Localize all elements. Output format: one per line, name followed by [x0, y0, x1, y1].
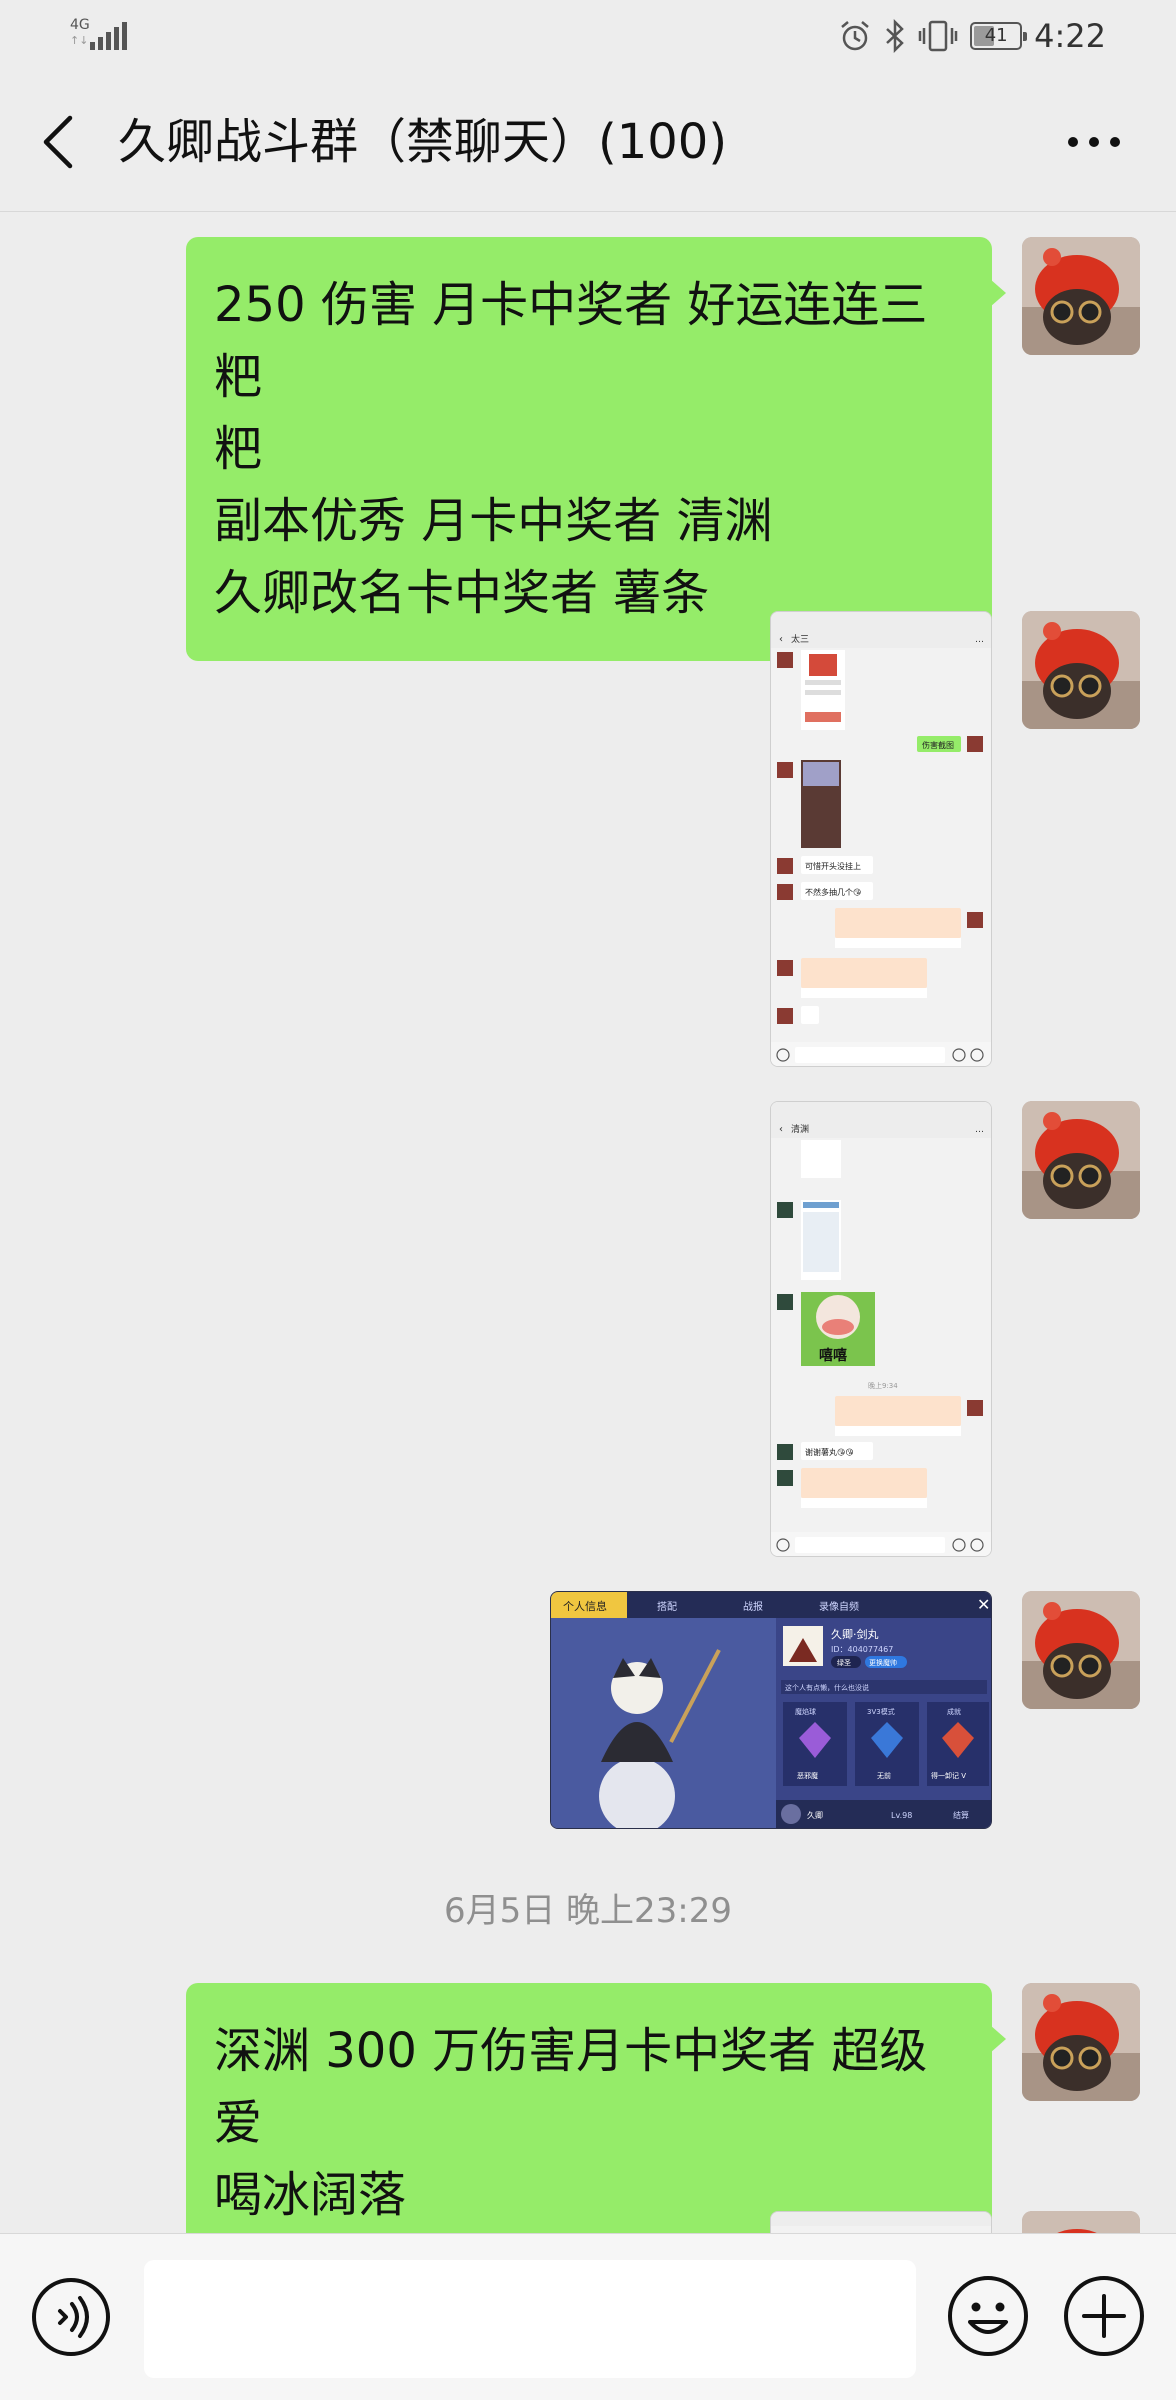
svg-text:晚上9:34: 晚上9:34 — [868, 1381, 898, 1390]
message-text-line: 久卿改名卡中奖者 薯条 — [214, 565, 710, 621]
svg-text:…: … — [975, 1125, 984, 1135]
text-message-bubble[interactable]: 深渊 300 万伤害月卡中奖者 超级爱 喝冰阔落 — [186, 1983, 1006, 2233]
message-row: ‹ 太三 … 伤害截图 可惜开头没挂上 不然多抽几 — [770, 611, 1140, 1067]
more-options-button[interactable] — [1056, 110, 1132, 174]
bluetooth-icon — [886, 19, 904, 53]
battery-level: 41 — [984, 25, 1008, 46]
svg-text:绿圣: 绿圣 — [837, 1658, 851, 1667]
svg-text:谢谢薯丸😘😘: 谢谢薯丸😘😘 — [805, 1447, 854, 1457]
screenshot-title: 清渊 — [791, 1123, 809, 1135]
chat-screenshot-image — [771, 2212, 991, 2233]
text-message-bubble[interactable]: 250 伤害 月卡中奖者 好运连连三粑 粑 副本优秀 月卡中奖者 清渊 久卿改名… — [186, 237, 1006, 661]
avatar-image — [1022, 2211, 1140, 2233]
svg-text:战报: 战报 — [743, 1600, 763, 1613]
svg-text:久卿·剑丸: 久卿·剑丸 — [831, 1627, 879, 1641]
time-divider: 6月5日 晚上23:29 — [443, 1891, 733, 1931]
message-text-line: 喝冰阔落 — [214, 2167, 407, 2223]
voice-input-button[interactable] — [30, 2276, 112, 2358]
emoji-button[interactable] — [946, 2274, 1030, 2358]
message-row: 深渊 300 万伤害月卡中奖者 超级爱 喝冰阔落 — [186, 1983, 1140, 2233]
svg-text:ID：404077467: ID：404077467 — [831, 1645, 893, 1654]
more-functions-button[interactable] — [1062, 2274, 1146, 2358]
message-text-line: 副本优秀 月卡中奖者 清渊 — [214, 493, 773, 549]
vibrate-icon — [918, 20, 958, 52]
image-message[interactable]: 个人信息 搭配 战报 录像自频 ✕ 久卿·剑丸 ID：404077467 绿圣 — [550, 1591, 992, 1829]
message-list[interactable]: 250 伤害 月卡中奖者 好运连连三粑 粑 副本优秀 月卡中奖者 清渊 久卿改名… — [0, 213, 1176, 2233]
svg-text:这个人有点懒，什么也没说: 这个人有点懒，什么也没说 — [785, 1683, 869, 1692]
avatar[interactable] — [1022, 237, 1140, 355]
network-activity: ↑↓ — [70, 34, 89, 47]
message-row: ‹ 清渊 … 嘻嘻 晚上9:34 谢谢薯丸😘😘 — [770, 1101, 1140, 1557]
message-text-line: 250 伤害 月卡中奖者 好运连连三粑 — [214, 277, 928, 405]
chat-title: 久卿战斗群（禁聊天）(100) — [118, 114, 728, 170]
svg-text:嘻嘻: 嘻嘻 — [819, 1347, 847, 1364]
svg-text:成就: 成就 — [947, 1707, 961, 1716]
signal-icon — [90, 22, 127, 50]
voice-icon — [32, 2278, 110, 2356]
svg-text:得一卸记 V: 得一卸记 V — [931, 1771, 966, 1780]
more-dots-icon — [1068, 137, 1120, 147]
avatar-image — [1022, 1983, 1140, 2101]
svg-text:3V3模式: 3V3模式 — [867, 1707, 895, 1716]
input-bar — [0, 2233, 1176, 2400]
svg-text:伤害截图: 伤害截图 — [922, 740, 954, 750]
svg-text:‹: ‹ — [779, 634, 783, 645]
avatar-image — [1022, 1591, 1140, 1709]
svg-text:‹: ‹ — [779, 1124, 783, 1135]
avatar[interactable] — [1022, 1591, 1140, 1709]
svg-text:结算: 结算 — [953, 1810, 969, 1820]
svg-text:…: … — [975, 635, 984, 645]
avatar-image — [1022, 237, 1140, 355]
message-input[interactable] — [144, 2260, 916, 2378]
chat-header: 久卿战斗群（禁聊天）(100) — [0, 72, 1176, 212]
svg-text:个人信息: 个人信息 — [563, 1599, 607, 1613]
avatar[interactable] — [1022, 1983, 1140, 2101]
avatar[interactable] — [1022, 2211, 1140, 2233]
message-text-line: 粑 — [214, 421, 263, 477]
svg-text:✕: ✕ — [977, 1595, 990, 1614]
battery-indicator: 41 — [970, 22, 1028, 50]
status-icons: 41 4:22 — [838, 14, 1106, 58]
message-text-line: 深渊 300 万伤害月卡中奖者 超级爱 — [214, 2023, 928, 2151]
status-bar: 4G ↑↓ 41 4:22 — [0, 0, 1176, 72]
svg-text:无前: 无前 — [877, 1771, 891, 1780]
image-message[interactable]: ‹ 太三 … 伤害截图 可惜开头没挂上 不然多抽几 — [770, 611, 992, 1067]
svg-text:搭配: 搭配 — [657, 1600, 677, 1613]
network-type: 4G — [70, 17, 90, 33]
image-message[interactable] — [770, 2211, 992, 2233]
avatar[interactable] — [1022, 611, 1140, 729]
chat-screenshot-image: ‹ 太三 … 伤害截图 可惜开头没挂上 不然多抽几 — [771, 612, 991, 1066]
avatar[interactable] — [1022, 1101, 1140, 1219]
screenshot-title: 太三 — [791, 633, 809, 645]
back-button[interactable] — [28, 108, 88, 176]
plus-icon — [1064, 2276, 1144, 2356]
avatar-image — [1022, 1101, 1140, 1219]
game-profile-screenshot: 个人信息 搭配 战报 录像自频 ✕ 久卿·剑丸 ID：404077467 绿圣 — [551, 1592, 991, 1828]
status-time: 4:22 — [1034, 17, 1106, 55]
svg-text:Lv.98: Lv.98 — [891, 1811, 912, 1820]
chevron-left-icon — [43, 115, 73, 169]
svg-text:不然多抽几个😘: 不然多抽几个😘 — [805, 887, 861, 897]
svg-text:恶邪魔: 恶邪魔 — [797, 1771, 818, 1780]
avatar-image — [1022, 611, 1140, 729]
battery-level-fill — [974, 26, 995, 46]
chat-screenshot-image: ‹ 清渊 … 嘻嘻 晚上9:34 谢谢薯丸😘😘 — [771, 1102, 991, 1556]
svg-text:可惜开头没挂上: 可惜开头没挂上 — [805, 861, 861, 871]
alarm-icon — [841, 21, 869, 51]
message-row: 个人信息 搭配 战报 录像自频 ✕ 久卿·剑丸 ID：404077467 绿圣 — [550, 1591, 1140, 1829]
message-row — [770, 2211, 1140, 2233]
message-row: 250 伤害 月卡中奖者 好运连连三粑 粑 副本优秀 月卡中奖者 清渊 久卿改名… — [186, 237, 1140, 661]
svg-text:录像自频: 录像自频 — [819, 1600, 859, 1613]
svg-text:魔焰球: 魔焰球 — [795, 1707, 816, 1716]
image-message[interactable]: ‹ 清渊 … 嘻嘻 晚上9:34 谢谢薯丸😘😘 — [770, 1101, 992, 1557]
svg-text:更换魔帅: 更换魔帅 — [869, 1658, 897, 1667]
network-indicator: 4G ↑↓ — [70, 17, 127, 52]
smiley-icon — [948, 2276, 1028, 2356]
svg-text:久卿: 久卿 — [807, 1810, 823, 1820]
